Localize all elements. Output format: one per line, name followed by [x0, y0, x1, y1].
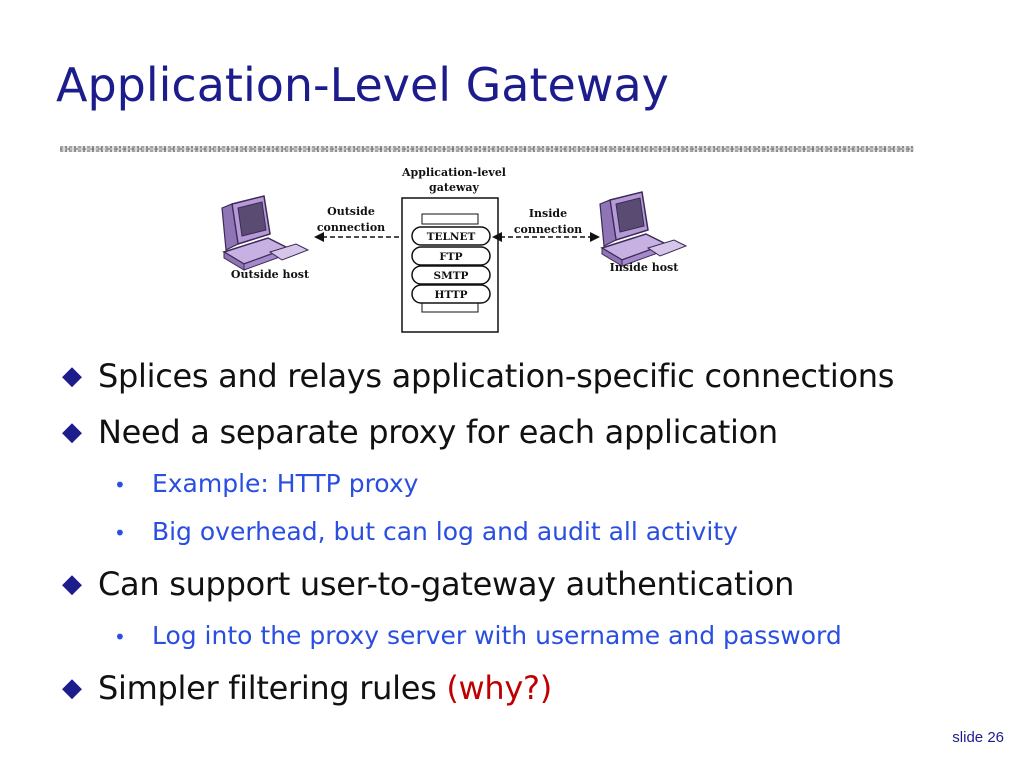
why-highlight: (why?): [446, 669, 552, 707]
gateway-label-2: gateway: [429, 181, 479, 194]
sub-bullet-item: • Example: HTTP proxy: [62, 460, 1002, 508]
outside-host-computer-icon: [221, 195, 310, 271]
dot-bullet-icon: •: [114, 473, 126, 497]
bullet-text: Can support user-to-gateway authenticati…: [98, 565, 795, 603]
dot-bullet-icon: •: [114, 625, 126, 649]
sub-bullet-text: Log into the proxy server with username …: [151, 621, 842, 650]
sub-bullet-item: • Big overhead, but can log and audit al…: [62, 508, 1002, 556]
outside-host-label: Outside host: [231, 268, 310, 281]
inside-host-label: Inside host: [610, 261, 680, 274]
bullet-item: ◆ Can support user-to-gateway authentica…: [62, 556, 1002, 612]
sub-bullet-text: Example: HTTP proxy: [151, 469, 419, 498]
bullet-text: Need a separate proxy for each applicati…: [98, 413, 778, 451]
bullet-text: Splices and relays application-specific …: [98, 357, 895, 395]
sub-bullet-item: • Log into the proxy server with usernam…: [62, 612, 1002, 660]
outside-connection-label-1: Outside: [327, 205, 375, 218]
protocol-ftp: FTP: [411, 246, 491, 266]
bullet-item: ◆ Splices and relays application-specifi…: [62, 348, 1002, 404]
bullet-item: ◆ Need a separate proxy for each applica…: [62, 404, 1002, 460]
diamond-bullet-icon: ◆: [62, 417, 82, 447]
diamond-bullet-icon: ◆: [62, 569, 82, 599]
protocol-telnet: TELNET: [411, 226, 491, 246]
slide-title: Application-Level Gateway: [56, 58, 669, 112]
bullet-item: ◆ Simpler filtering rules (why?): [62, 660, 1002, 716]
diamond-bullet-icon: ◆: [62, 673, 82, 703]
svg-text:FTP: FTP: [439, 251, 462, 263]
gateway-diagram: Outside host Outside connection Applicat…: [221, 166, 688, 333]
svg-text:SMTP: SMTP: [434, 270, 469, 282]
dot-bullet-icon: •: [114, 521, 126, 545]
slide-number: slide 26: [952, 729, 1004, 746]
diamond-bullet-icon: ◆: [62, 361, 82, 391]
inside-connection-label-1: Inside: [529, 207, 567, 220]
title-divider: [60, 146, 914, 152]
svg-text:HTTP: HTTP: [434, 289, 467, 301]
protocol-smtp: SMTP: [411, 265, 491, 285]
svg-text:TELNET: TELNET: [427, 231, 476, 243]
outside-connection-label-2: connection: [317, 221, 385, 234]
bullet-list: ◆ Splices and relays application-specifi…: [62, 348, 1002, 716]
inside-host-computer-icon: [599, 191, 688, 267]
sub-bullet-text: Big overhead, but can log and audit all …: [151, 517, 738, 546]
inside-connection-label-2: connection: [514, 223, 582, 236]
gateway-label-1: Application-level: [401, 166, 506, 179]
protocol-http: HTTP: [411, 284, 491, 304]
bullet-text: Simpler filtering rules: [98, 669, 437, 707]
